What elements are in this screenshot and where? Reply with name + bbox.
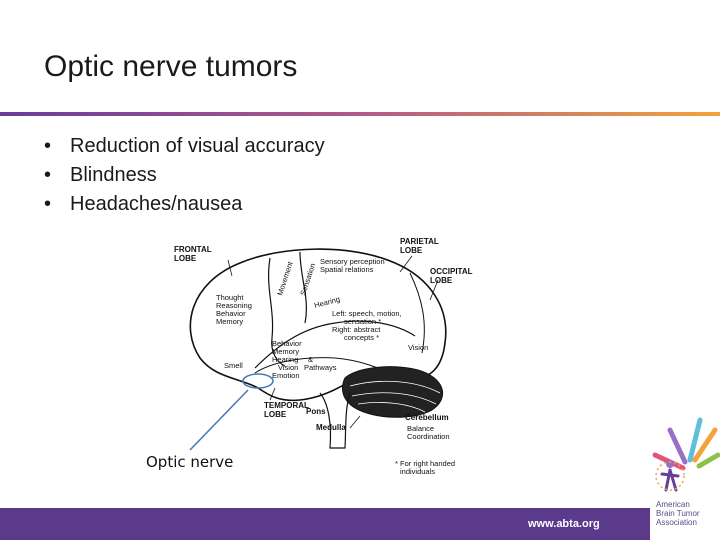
optic-nerve-pointer xyxy=(189,389,249,451)
svg-text:sensation *: sensation * xyxy=(344,317,381,326)
brainstem xyxy=(319,392,351,449)
cerebellum xyxy=(342,366,443,418)
svg-text:Coordination: Coordination xyxy=(407,432,450,441)
svg-text:LOBE: LOBE xyxy=(400,246,423,255)
bullet-list: Reduction of visual accuracy Blindness H… xyxy=(44,132,325,219)
hearing-label: Hearing xyxy=(313,294,341,309)
svg-text:Memory: Memory xyxy=(272,347,299,356)
smell-label: Smell xyxy=(224,361,243,370)
slide-title: Optic nerve tumors xyxy=(44,50,298,83)
footnote: * For right handed xyxy=(395,459,455,468)
lateral-fissure xyxy=(254,320,416,369)
decorative-rays xyxy=(575,400,720,510)
optic-nerve-label: Optic nerve xyxy=(146,453,234,471)
bullet-item: Headaches/nausea xyxy=(44,190,325,219)
footer-bar xyxy=(0,508,650,540)
svg-text:Hearing: Hearing xyxy=(272,355,298,364)
svg-text:Behavior: Behavior xyxy=(216,309,246,318)
bullet-item: Blindness xyxy=(44,161,325,190)
frontal-lobe-label: FRONTAL xyxy=(174,245,212,254)
svg-text:Memory: Memory xyxy=(216,317,243,326)
bullet-item: Reduction of visual accuracy xyxy=(44,132,325,161)
movement-label: Movement xyxy=(275,260,295,297)
sulcus-2 xyxy=(299,251,307,324)
footer-url[interactable]: www.abta.org xyxy=(528,518,600,530)
pathways-label: Pathways xyxy=(304,363,337,372)
occipital-line xyxy=(409,272,425,354)
title-divider xyxy=(0,112,720,117)
temporal-lobe-label: TEMPORAL xyxy=(264,401,309,410)
svg-text:&: & xyxy=(308,355,313,364)
svg-text:Spatial relations: Spatial relations xyxy=(320,265,374,274)
cerebellum-label: Cerebellum xyxy=(405,413,449,422)
optic-nerve-highlight xyxy=(242,373,274,389)
svg-text:LOBE: LOBE xyxy=(264,410,287,419)
svg-text:concepts *: concepts * xyxy=(344,333,379,342)
svg-text:LOBE: LOBE xyxy=(174,254,197,263)
left-right-label: Left: speech, motion, xyxy=(332,309,402,318)
temporal-functions: Behavior xyxy=(272,339,302,348)
svg-text:Vision: Vision xyxy=(278,363,298,372)
medulla-label: Medulla xyxy=(316,423,346,432)
svg-text:LOBE: LOBE xyxy=(430,276,453,285)
svg-text:Emotion: Emotion xyxy=(272,371,300,380)
abta-logo-text: American Brain Tumor Association xyxy=(656,500,700,527)
vision-label: Vision xyxy=(408,343,428,352)
abta-logo xyxy=(650,446,716,536)
occipital-lobe-label: OCCIPITAL xyxy=(430,267,473,276)
central-sulcus xyxy=(267,257,286,367)
svg-text:Balance: Balance xyxy=(407,424,434,433)
pons-label: Pons xyxy=(306,407,326,416)
svg-text:individuals: individuals xyxy=(400,467,435,476)
sensory-label: Sensory perception xyxy=(320,257,385,266)
parietal-lobe-label: PARIETAL xyxy=(400,237,439,246)
svg-text:Right: abstract: Right: abstract xyxy=(332,325,381,334)
frontal-functions: Thought xyxy=(216,293,244,302)
svg-text:Reasoning: Reasoning xyxy=(216,301,252,310)
brain-outline xyxy=(189,248,447,402)
brain-diagram: FRONTAL LOBE PARIETAL LOBE OCCIPITAL LOB… xyxy=(160,228,490,478)
